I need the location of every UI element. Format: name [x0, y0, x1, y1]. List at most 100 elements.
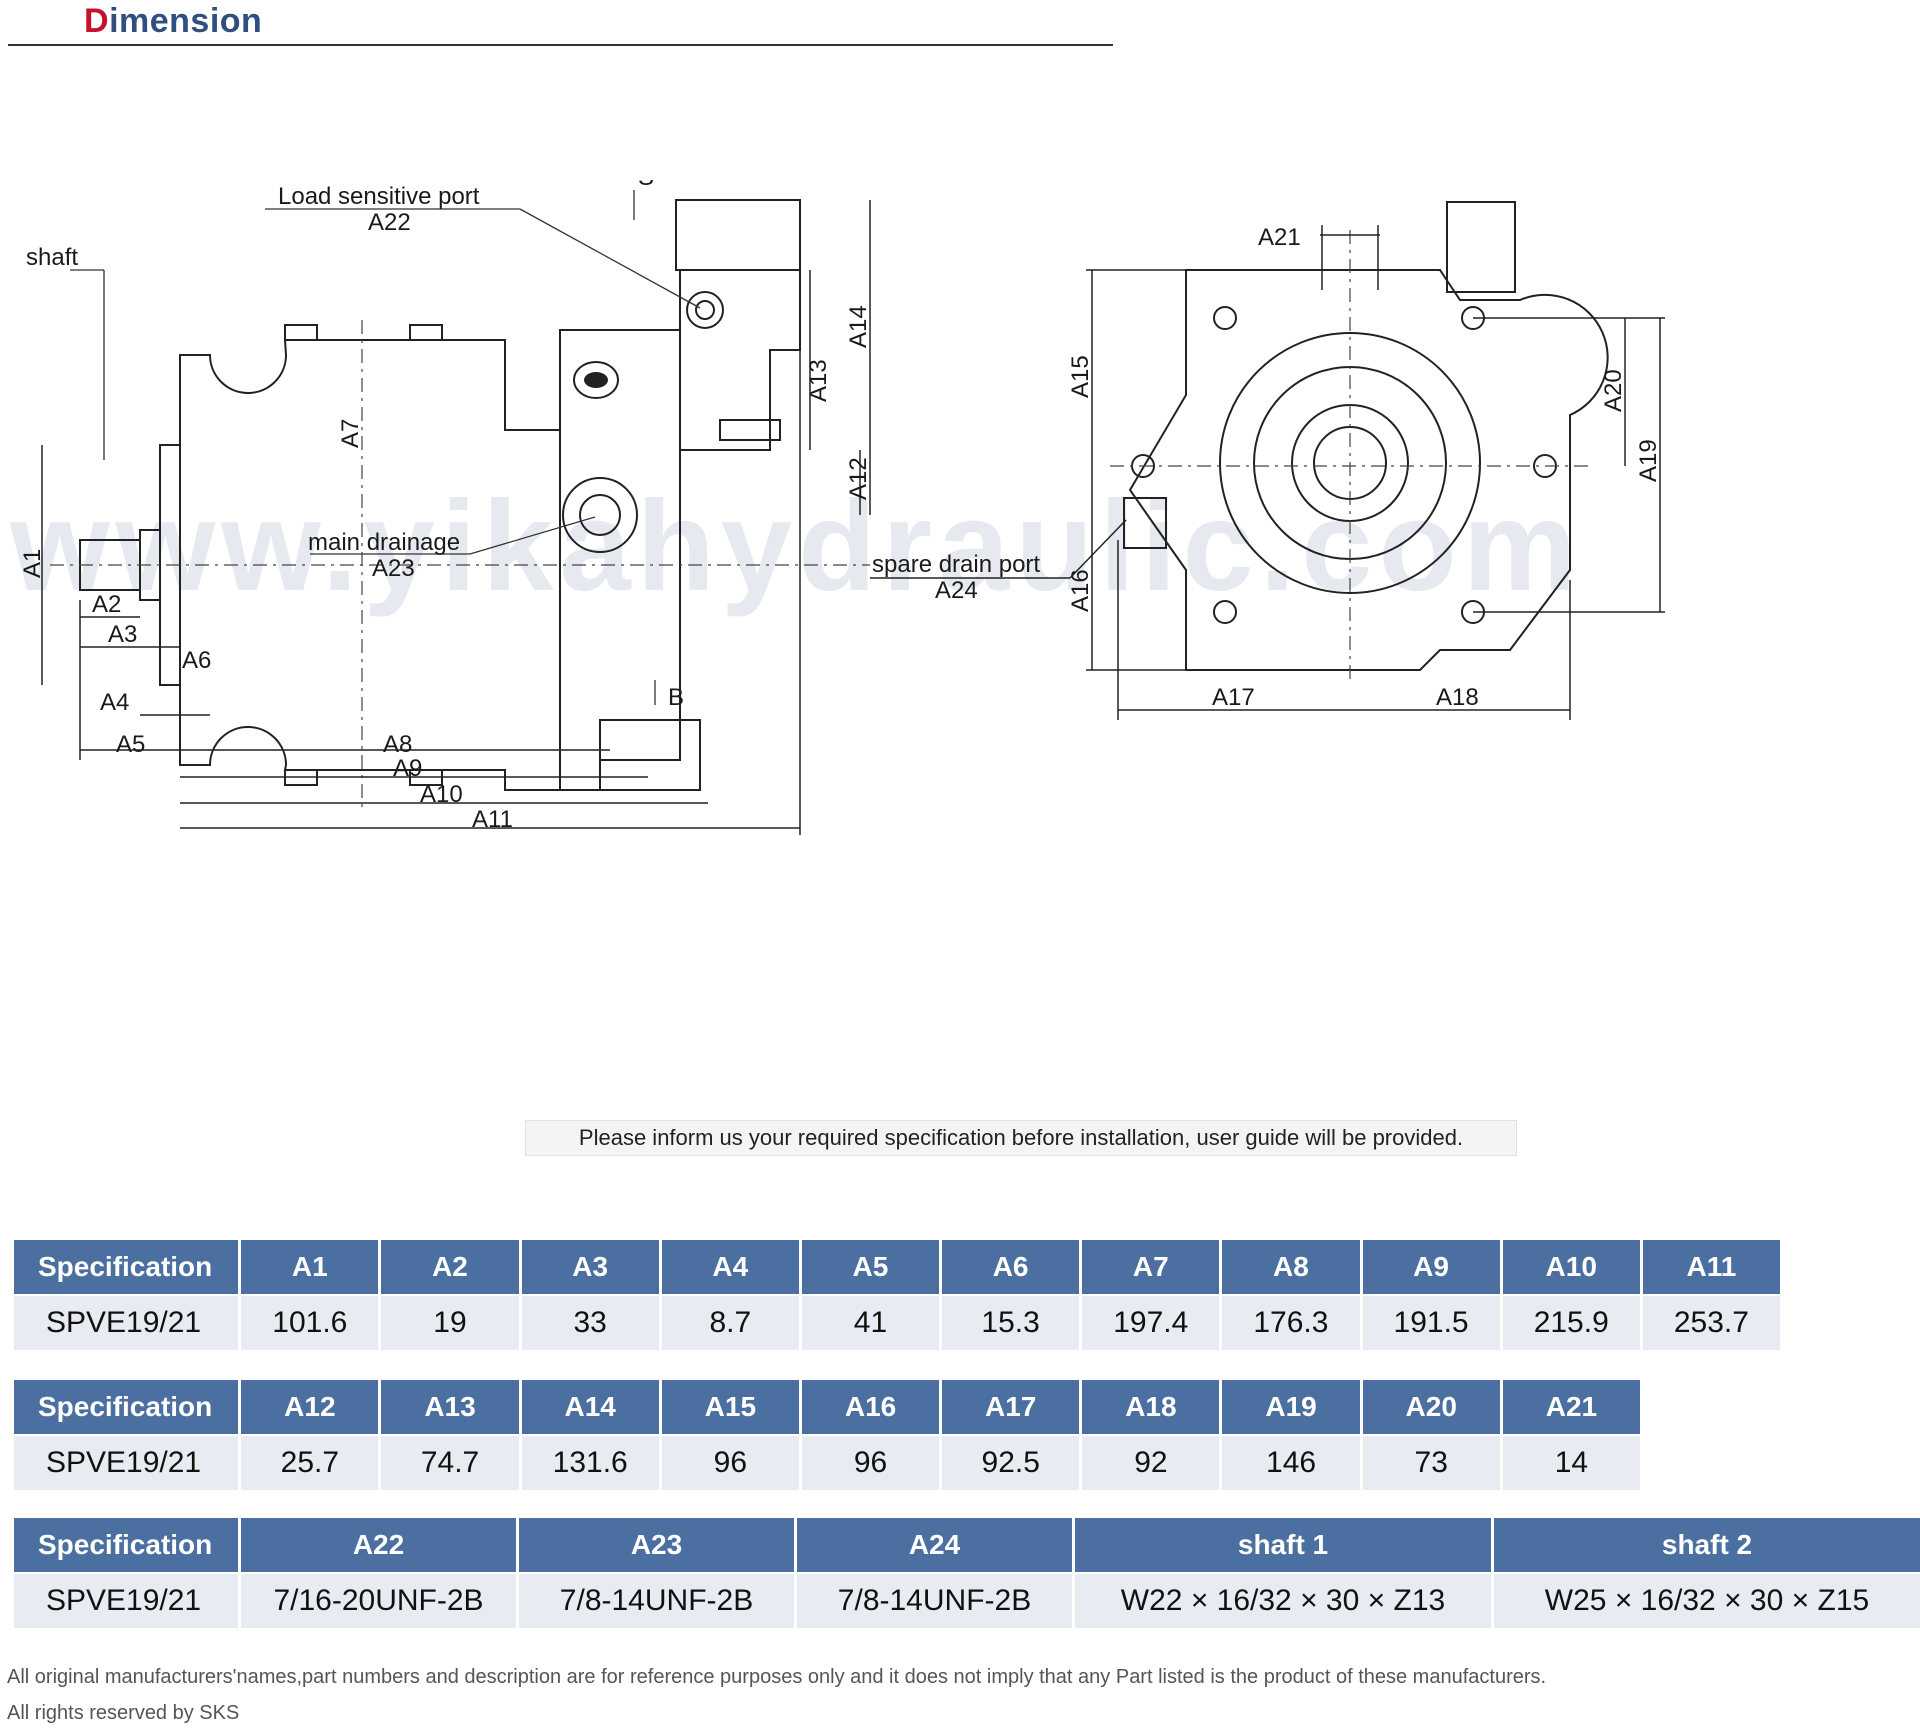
leader-load-port-diag — [519, 208, 701, 309]
spec-table-1-header: Specification A1 A2 A3 A4 A5 A6 A7 A8 A9… — [14, 1240, 1780, 1296]
header-a23: A23 — [519, 1518, 794, 1574]
cell-a1: 101.6 — [241, 1296, 379, 1350]
front-bolt-hole-bottom-left — [1213, 600, 1237, 624]
cell-a10: 215.9 — [1502, 1296, 1640, 1350]
footer-rights: All rights reserved by SKS — [7, 1702, 240, 1724]
label-a5: A5 — [116, 731, 145, 758]
cell-a3: 33 — [521, 1296, 659, 1350]
label-a15: A15 — [1067, 355, 1094, 398]
label-a12: A12 — [845, 457, 872, 500]
label-a1: A1 — [19, 549, 46, 578]
cell-a13: 74.7 — [381, 1436, 519, 1490]
header-a19: A19 — [1222, 1380, 1360, 1436]
cell-a9: 191.5 — [1362, 1296, 1500, 1350]
label-a4: A4 — [100, 689, 129, 716]
drain-plug-fill — [584, 372, 608, 388]
installation-note: Please inform us your required specifica… — [525, 1120, 1517, 1156]
header-specification: Specification — [14, 1380, 239, 1436]
compensator-block — [675, 199, 801, 271]
drain-plug — [573, 361, 619, 399]
leader-main-drainage-diag — [469, 516, 596, 555]
label-a2: A2 — [92, 591, 121, 618]
table-row: SPVE19/21 101.6 19 33 8.7 41 15.3 197.4 … — [14, 1296, 1780, 1350]
section-title: Dimension — [84, 2, 262, 41]
side-dimension-lines — [41, 200, 871, 835]
cell-a21: 14 — [1502, 1436, 1640, 1490]
cell-a17: 92.5 — [942, 1436, 1080, 1490]
table-row: SPVE19/21 25.7 74.7 131.6 96 96 92.5 92 … — [14, 1436, 1640, 1490]
cell-a5: 41 — [801, 1296, 940, 1350]
header-a15: A15 — [661, 1380, 799, 1436]
label-load-sensitive-port: Load sensitive port — [278, 183, 480, 210]
header-a24: A24 — [797, 1518, 1072, 1574]
label-a17: A17 — [1212, 684, 1255, 711]
spec-table-2-header: Specification A12 A13 A14 A15 A16 A17 A1… — [14, 1380, 1640, 1436]
header-a5: A5 — [801, 1240, 940, 1296]
label-a8: A8 — [383, 731, 412, 758]
front-port-boss — [1446, 201, 1516, 293]
cell-model: SPVE19/21 — [14, 1574, 238, 1628]
header-a9: A9 — [1362, 1240, 1500, 1296]
label-s: S — [638, 180, 654, 191]
header-a18: A18 — [1082, 1380, 1220, 1436]
label-a6: A6 — [182, 647, 211, 674]
front-housing-outline — [1128, 269, 1609, 671]
cell-a16: 96 — [801, 1436, 940, 1490]
header-a1: A1 — [241, 1240, 379, 1296]
cell-a11: 253.7 — [1642, 1296, 1780, 1350]
cell-a23: 7/8-14UNF-2B — [519, 1574, 794, 1628]
header-a4: A4 — [661, 1240, 799, 1296]
cell-model: SPVE19/21 — [14, 1296, 239, 1350]
leader-spare-drain-diag — [1069, 519, 1127, 579]
label-a24: A24 — [935, 577, 978, 604]
label-a23: A23 — [372, 555, 415, 582]
front-dimension-lines — [870, 225, 1665, 720]
spec-table-1: Specification A1 A2 A3 A4 A5 A6 A7 A8 A9… — [11, 1240, 1783, 1350]
header-a12: A12 — [241, 1380, 379, 1436]
header-a10: A10 — [1502, 1240, 1640, 1296]
section-header: Dimension — [8, 0, 1113, 46]
header-a3: A3 — [521, 1240, 659, 1296]
main-drainage-port-outer — [562, 477, 638, 553]
cell-a8: 176.3 — [1222, 1296, 1360, 1350]
cell-a22: 7/16-20UNF-2B — [241, 1574, 516, 1628]
footer-disclaimer: All original manufacturers'names,part nu… — [7, 1666, 1547, 1688]
load-sensitive-port-outer — [686, 291, 724, 329]
section-title-rest: imension — [109, 2, 263, 40]
header-a7: A7 — [1082, 1240, 1220, 1296]
cell-a7: 197.4 — [1082, 1296, 1220, 1350]
cell-a6: 15.3 — [942, 1296, 1080, 1350]
main-drainage-port-inner — [579, 494, 621, 536]
bolt-top-right — [409, 324, 443, 341]
header-a17: A17 — [942, 1380, 1080, 1436]
cell-shaft-2: W25 × 16/32 × 30 × Z15 — [1494, 1574, 1920, 1628]
compensator-body — [679, 269, 801, 451]
label-a7: A7 — [337, 419, 364, 448]
cell-model: SPVE19/21 — [14, 1436, 239, 1490]
cell-shaft-1: W22 × 16/32 × 30 × Z13 — [1075, 1574, 1491, 1628]
header-shaft-2: shaft 2 — [1494, 1518, 1920, 1574]
header-a11: A11 — [1642, 1240, 1780, 1296]
front-view — [1123, 201, 1609, 671]
bottom-port-boss — [599, 719, 701, 791]
header-a16: A16 — [801, 1380, 940, 1436]
header-a22: A22 — [241, 1518, 516, 1574]
watermark: www.yikahydraulic.com — [9, 475, 1582, 618]
spec-table-3-header: Specification A22 A23 A24 shaft 1 shaft … — [14, 1518, 1920, 1574]
header-a20: A20 — [1362, 1380, 1500, 1436]
section-title-initial: D — [84, 2, 110, 40]
header-a14: A14 — [521, 1380, 659, 1436]
header-a2: A2 — [381, 1240, 519, 1296]
label-spare-drain-port: spare drain port — [872, 551, 1040, 578]
label-main-drainage: main drainage — [308, 529, 460, 556]
cell-a15: 96 — [661, 1436, 799, 1490]
cell-a4: 8.7 — [661, 1296, 799, 1350]
label-a14: A14 — [845, 305, 872, 348]
bolt-top-left — [284, 324, 318, 341]
spec-table-3: Specification A22 A23 A24 shaft 1 shaft … — [11, 1518, 1920, 1628]
side-center-lines — [50, 320, 870, 810]
label-a3: A3 — [108, 621, 137, 648]
cell-a18: 92 — [1082, 1436, 1220, 1490]
label-a18: A18 — [1436, 684, 1479, 711]
label-a16: A16 — [1067, 569, 1094, 612]
